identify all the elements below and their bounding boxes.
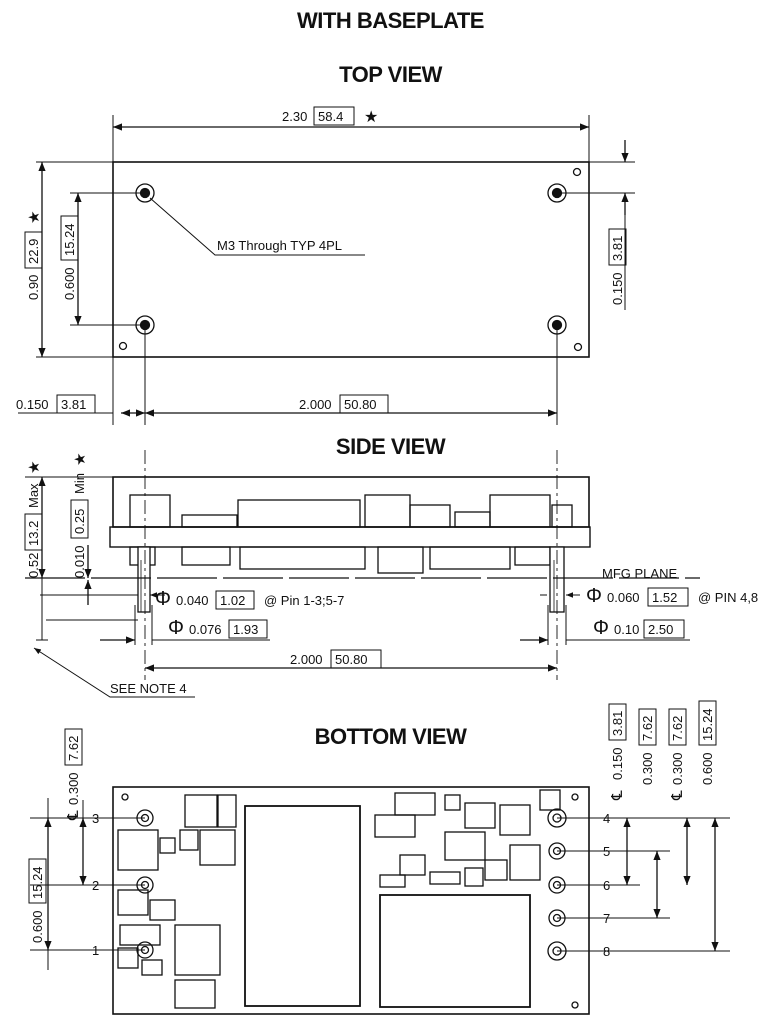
dim-shoulder-a-mm: 1.93 <box>233 622 258 637</box>
pin-number: 6 <box>603 878 610 893</box>
dim-bottom-right1-in: 0.150 <box>610 747 625 780</box>
star-icon: ★ <box>26 461 43 474</box>
side-baseplate <box>112 476 590 528</box>
mounting-hole <box>135 183 155 203</box>
title-top-view: TOP VIEW <box>339 62 442 87</box>
dim-bottom-right3-mm: 7.62 <box>670 716 685 741</box>
dim-width-in: 2.30 <box>282 109 307 124</box>
dim-bottom-right3-in: 0.300 <box>670 752 685 785</box>
top-baseplate-outline <box>112 161 590 358</box>
star-icon: ★ <box>364 109 378 126</box>
pin-b-note: @ PIN 4,8 <box>698 590 758 605</box>
dim-pin-a-mm: 1.02 <box>220 593 245 608</box>
diameter-icon: Φ <box>155 588 171 610</box>
centerline-icon: ℄ <box>609 790 626 801</box>
transformer <box>244 805 361 1007</box>
dim-left-offset-mm: 3.81 <box>61 397 86 412</box>
dim-height-mm: 22.9 <box>26 239 41 264</box>
title-side-view: SIDE VIEW <box>335 434 446 459</box>
see-note: SEE NOTE 4 <box>110 681 187 696</box>
pin-number: 4 <box>603 811 610 826</box>
pin-number: 3 <box>92 811 99 826</box>
dim-bottom-right2-in: 0.300 <box>640 752 655 785</box>
pin-number: 8 <box>603 944 610 959</box>
dim-shoulder-a-in: 0.076 <box>189 622 222 637</box>
pin-number: 2 <box>92 878 99 893</box>
mfg-plane-label: MFG PLANE <box>602 566 677 581</box>
dim-bottom-left2-in: 0.600 <box>30 910 45 943</box>
dim-bottom-right4-in: 0.600 <box>700 752 715 785</box>
diameter-icon: Φ <box>593 617 609 639</box>
centerline-icon: ℄ <box>65 810 82 821</box>
dim-width-mm: 58.4 <box>318 109 343 124</box>
transformer <box>379 894 531 1008</box>
pin-number: 5 <box>603 844 610 859</box>
dim-bottom-left1-in: 0.300 <box>66 772 81 805</box>
diameter-icon: Φ <box>586 585 602 607</box>
dim-height-in: 0.90 <box>26 275 41 300</box>
pin-left <box>137 546 151 613</box>
dim-bottom-left2-mm: 15.24 <box>30 866 45 899</box>
side-pcb <box>109 526 591 548</box>
hole-note: M3 Through TYP 4PL <box>217 238 342 253</box>
title-with-baseplate: WITH BASEPLATE <box>297 8 484 33</box>
centerline-icon: ℄ <box>669 790 686 801</box>
bottom-board-outline <box>112 786 590 1015</box>
dim-hole-pitch-in: 0.600 <box>62 267 77 300</box>
side-view <box>25 450 700 698</box>
dim-hole-span-in: 2.000 <box>299 397 332 412</box>
dim-bottom-right4-mm: 15.24 <box>700 708 715 741</box>
dim-pin-b-in: 0.060 <box>607 590 640 605</box>
dim-max-mm: 13.2 <box>26 521 41 546</box>
dim-bottom-left1-mm: 7.62 <box>66 736 81 761</box>
dim-max-label: Max <box>26 483 41 508</box>
pin-number: 1 <box>92 943 99 958</box>
dim-pin-b-mm: 1.52 <box>652 590 677 605</box>
dim-min-mm: 0.25 <box>72 509 87 534</box>
star-icon: ★ <box>26 211 43 224</box>
bottom-view <box>30 786 730 1015</box>
dim-pin-a-in: 0.040 <box>176 593 209 608</box>
dim-pin-span-mm: 50.80 <box>335 652 368 667</box>
title-bottom-view: BOTTOM VIEW <box>314 724 467 749</box>
diameter-icon: Φ <box>168 617 184 639</box>
dim-bottom-right2-mm: 7.62 <box>640 716 655 741</box>
dim-shoulder-b-in: 0.10 <box>614 622 639 637</box>
dim-pin-span-in: 2.000 <box>290 652 323 667</box>
dim-hole-span-mm: 50.80 <box>344 397 377 412</box>
dim-hole-pitch-mm: 15.24 <box>62 223 77 256</box>
dim-bottom-right1-mm: 3.81 <box>610 711 625 736</box>
top-view <box>18 115 635 425</box>
star-icon: ★ <box>72 453 89 466</box>
dim-left-offset-in: 0.150 <box>16 397 49 412</box>
pin-number: 7 <box>603 911 610 926</box>
dim-min-in: 0.010 <box>72 545 87 578</box>
dim-shoulder-b-mm: 2.50 <box>648 622 673 637</box>
dim-edge-in: 0.150 <box>610 272 625 305</box>
mounting-hole <box>547 183 567 203</box>
pin-a-note: @ Pin 1-3;5-7 <box>264 593 344 608</box>
dim-edge-mm: 3.81 <box>610 236 625 261</box>
dim-max-in: 0.52 <box>26 553 41 578</box>
dim-min-label: Min <box>72 473 87 494</box>
